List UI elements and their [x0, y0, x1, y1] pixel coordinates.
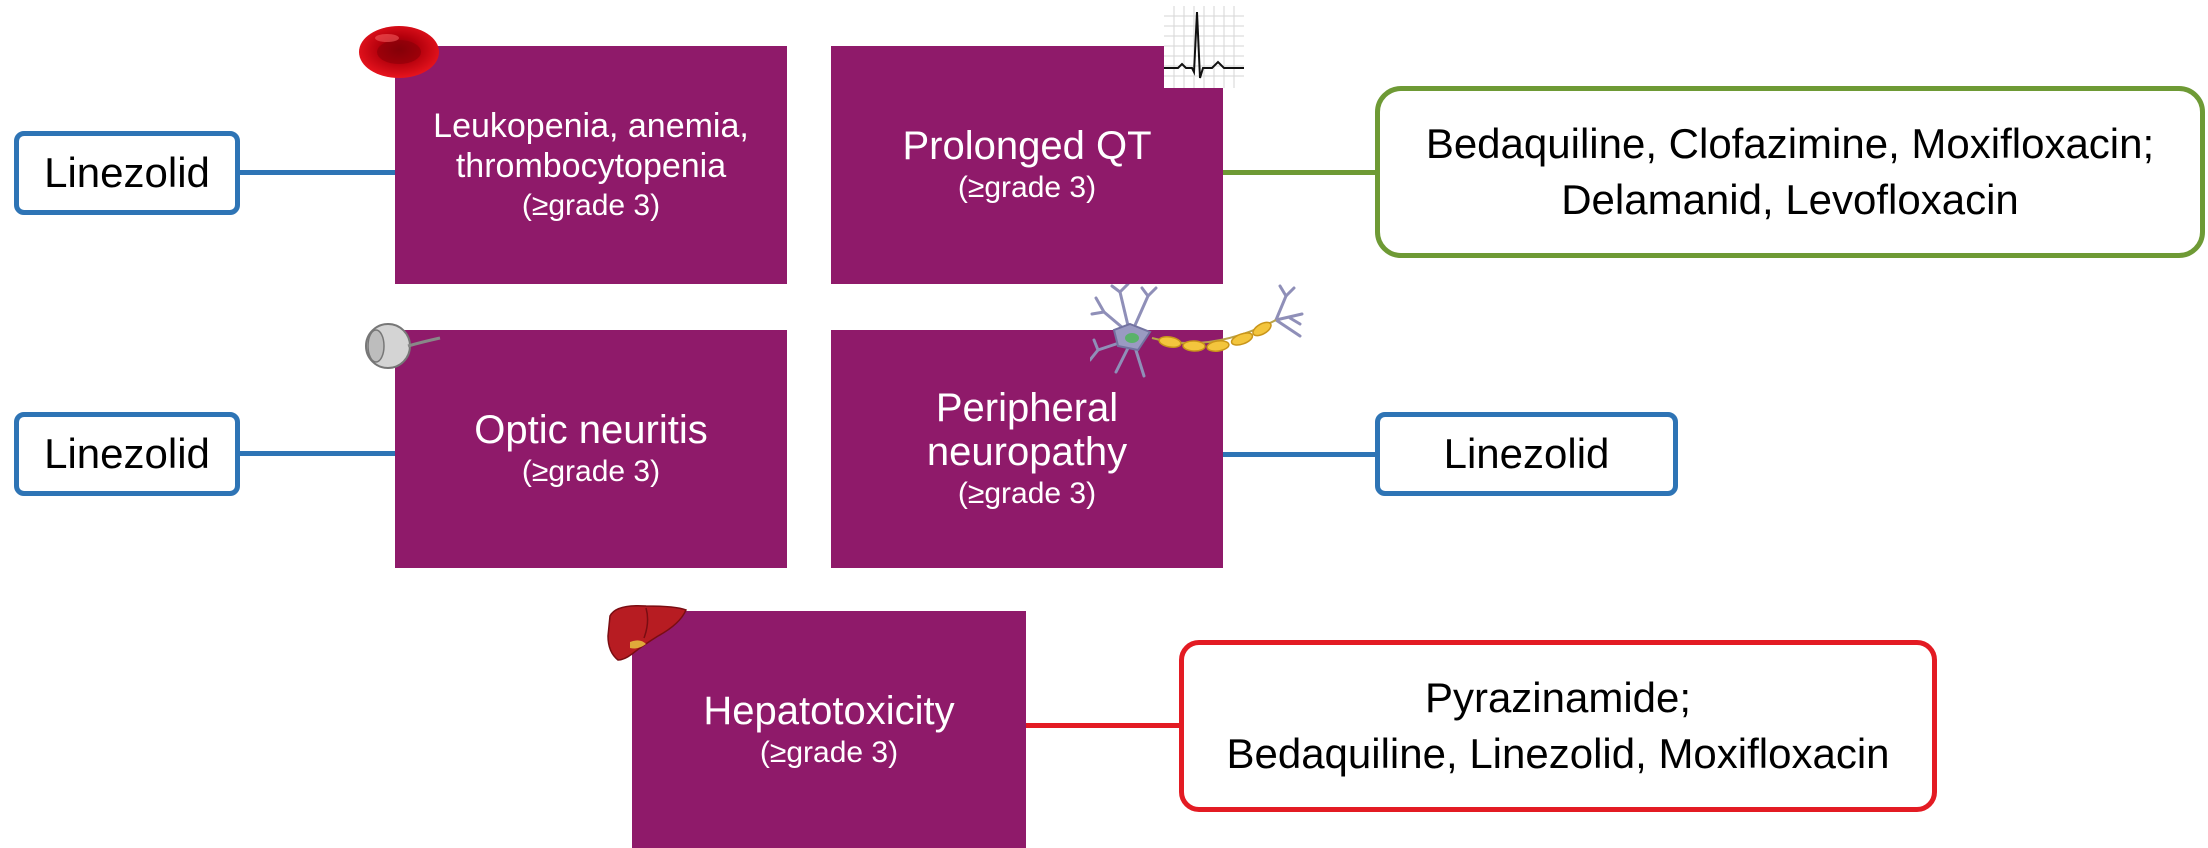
box-optic-grade: (≥grade 3)	[521, 455, 661, 488]
drug-optic-text: Linezolid	[44, 430, 210, 477]
box-hematologic-title: Leukopenia, anemia, thrombocytopenia	[433, 107, 749, 185]
box-neuropathy-title: Peripheral neuropathy	[926, 386, 1128, 474]
box-optic: Optic neuritis (≥grade 3)	[395, 330, 787, 568]
drug-box-hematologic: Linezolid	[14, 131, 240, 215]
box-hepato-grade: (≥grade 3)	[759, 735, 899, 769]
connector-optic	[238, 451, 395, 456]
connector-neuropathy	[1222, 452, 1377, 457]
ecg-trace-icon	[1164, 6, 1244, 88]
drug-qt-line-2: Delamanid, Levofloxacin	[1561, 176, 2019, 223]
eye-icon	[365, 323, 441, 369]
box-hematologic-grade: (≥grade 3)	[521, 189, 661, 222]
box-neuropathy: Peripheral neuropathy (≥grade 3)	[831, 330, 1223, 568]
drug-neuropathy-text: Linezolid	[1443, 430, 1610, 477]
red-blood-cell-icon	[359, 26, 439, 78]
drug-box-optic: Linezolid	[14, 412, 240, 496]
box-hematologic: Leukopenia, anemia, thrombocytopenia (≥g…	[395, 46, 787, 284]
box-hepato: Hepatotoxicity (≥grade 3)	[632, 611, 1026, 848]
connector-qt	[1222, 170, 1377, 175]
drug-hematologic-text: Linezolid	[44, 149, 210, 196]
box-hepato-title: Hepatotoxicity	[703, 688, 955, 733]
drug-box-qt: Bedaquiline, Clofazimine, Moxifloxacin; …	[1375, 86, 2205, 258]
box-optic-title: Optic neuritis	[474, 408, 708, 452]
connector-hepato	[1026, 723, 1181, 728]
drug-box-neuropathy: Linezolid	[1375, 412, 1678, 496]
drug-qt-line-1: Bedaquiline, Clofazimine, Moxifloxacin;	[1425, 120, 2155, 167]
connector-hematologic	[238, 170, 395, 175]
drug-hepato-line-1: Pyrazinamide;	[1424, 674, 1692, 721]
box-qt: Prolonged QT (≥grade 3)	[831, 46, 1223, 284]
box-neuropathy-grade: (≥grade 3)	[957, 477, 1097, 510]
liver-icon	[607, 604, 687, 661]
drug-box-hepato: Pyrazinamide; Bedaquiline, Linezolid, Mo…	[1179, 640, 1937, 812]
box-qt-grade: (≥grade 3)	[957, 171, 1097, 204]
box-qt-title: Prolonged QT	[902, 124, 1152, 168]
drug-hepato-line-2: Bedaquiline, Linezolid, Moxifloxacin	[1226, 730, 1890, 777]
neuron-icon	[1090, 284, 1304, 378]
